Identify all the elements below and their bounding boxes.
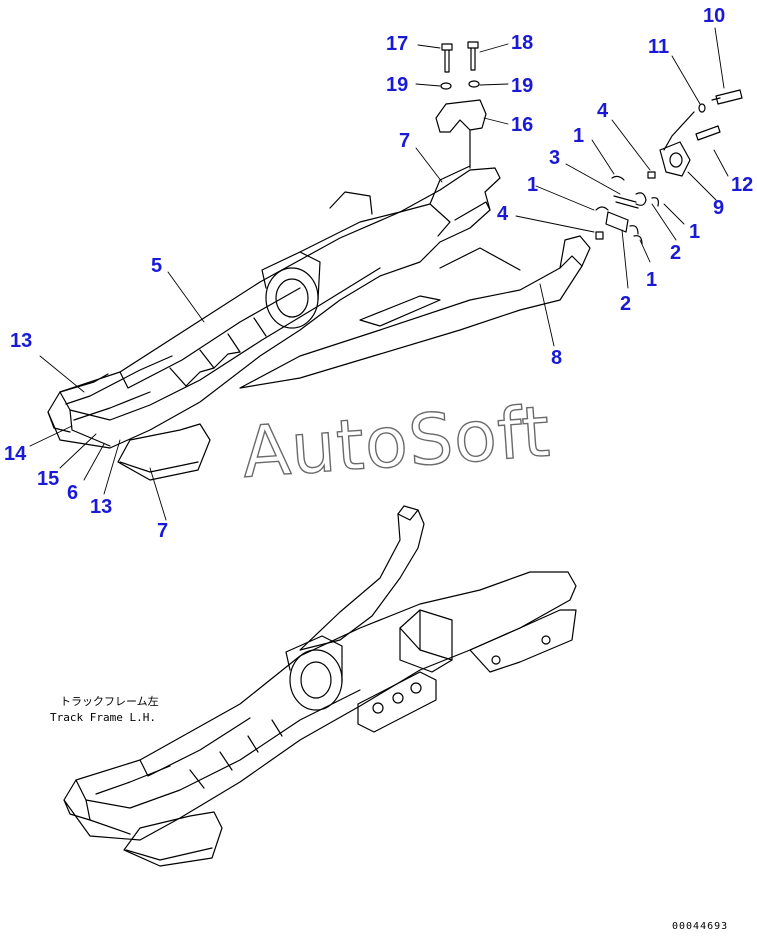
callout-9: 9 [713, 197, 725, 219]
callout-19-right: 19 [511, 75, 534, 97]
callout-13-b: 13 [90, 496, 113, 518]
document-number: 00044693 [672, 921, 729, 932]
equalizer-arm-lh [299, 505, 425, 651]
leader-lines [29, 27, 729, 521]
pivot-cap-hardware [435, 41, 487, 169]
lower-track-frame-assembly [63, 505, 577, 867]
callout-8: 8 [551, 347, 563, 369]
pin-3 [613, 195, 639, 209]
callout-4-upper: 4 [597, 100, 609, 122]
washer-19-left [440, 82, 452, 90]
equalizer-bar [239, 235, 591, 389]
callout-1-d: 1 [646, 269, 658, 291]
callout-7-lower: 7 [157, 520, 169, 542]
callout-18: 18 [511, 32, 534, 54]
axle-hub-lh [289, 649, 343, 711]
lower-guard [117, 423, 211, 481]
callout-15: 15 [37, 468, 60, 490]
lower-guard-lh [123, 811, 223, 867]
caption-japanese: トラックフレーム左 [60, 695, 159, 708]
bracket-hardware [659, 89, 743, 177]
washer-11 [698, 103, 706, 113]
pin-4-upper [647, 171, 656, 179]
callout-1-b: 1 [527, 174, 539, 196]
bolt-18 [467, 41, 479, 71]
pin-4-lower [595, 231, 604, 240]
caption-english: Track Frame L.H. [50, 711, 156, 724]
callout-6: 6 [67, 482, 79, 504]
callout-16: 16 [511, 114, 534, 136]
callout-1-a: 1 [573, 125, 585, 147]
axle-hub [265, 267, 319, 329]
bolt-17 [441, 43, 453, 73]
clip-1 [611, 175, 625, 181]
callout-14: 14 [4, 443, 27, 465]
callout-10: 10 [703, 5, 726, 27]
callout-7-upper: 7 [399, 130, 411, 152]
callout-17: 17 [386, 33, 409, 55]
callout-2-a: 2 [670, 242, 682, 264]
clip-hardware [595, 171, 659, 245]
upper-track-frame-assembly [47, 165, 591, 481]
bracket-9 [659, 141, 691, 177]
callout-4-lower: 4 [497, 203, 509, 225]
callout-12: 12 [731, 174, 754, 196]
callout-19-left: 19 [386, 74, 409, 96]
callout-1-c: 1 [689, 221, 701, 243]
callout-5: 5 [151, 255, 163, 277]
washer-19-right [468, 80, 480, 88]
callout-13-a: 13 [10, 330, 33, 352]
track-frame-body [47, 167, 501, 449]
bolt-10 [711, 89, 743, 105]
callout-3: 3 [549, 147, 561, 169]
track-frame-body-lh [63, 571, 577, 841]
link-plate [357, 671, 437, 733]
callout-2-b: 2 [620, 293, 632, 315]
callout-11: 11 [648, 36, 670, 58]
cap-16 [435, 99, 487, 133]
autosoft-watermark: AutoSoft [239, 390, 554, 495]
fitting-12 [695, 125, 721, 141]
